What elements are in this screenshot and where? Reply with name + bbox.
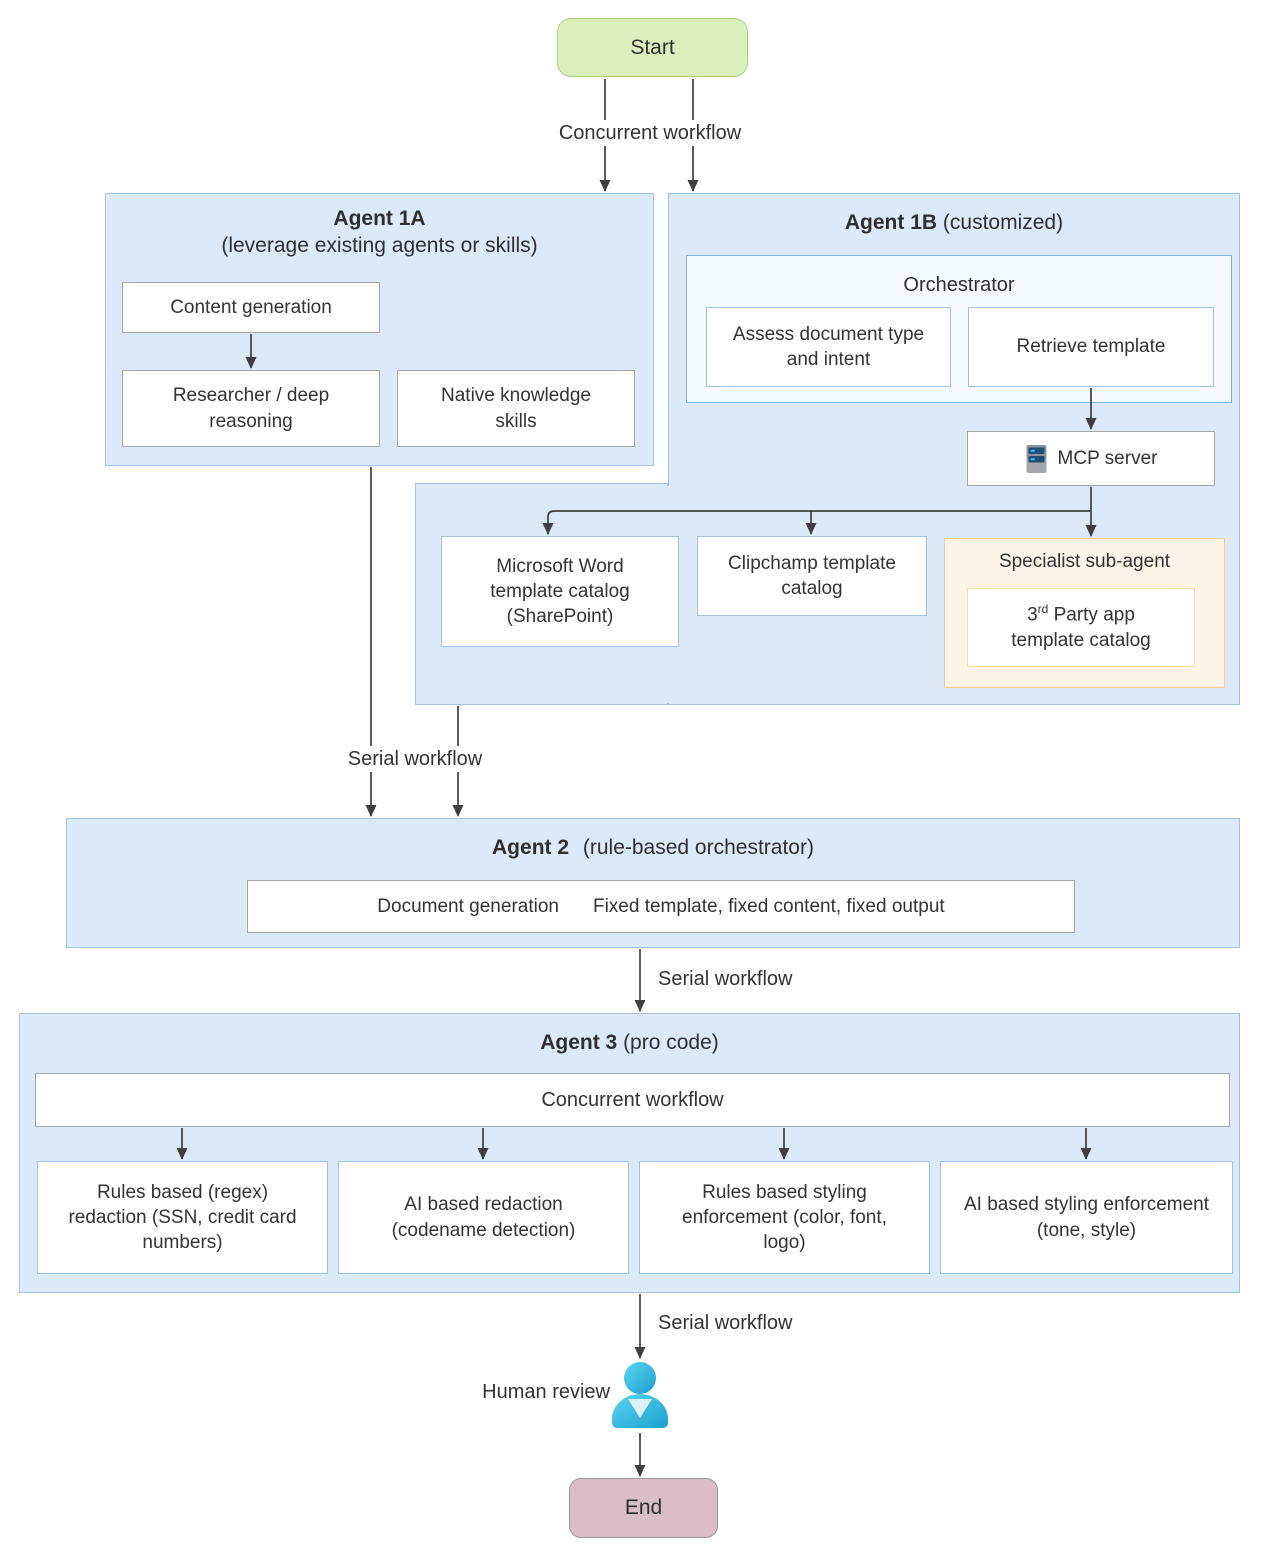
end-label: End [624, 1496, 663, 1519]
document-generation-label: Document generation [377, 895, 559, 917]
mcp-server-label: MCP server [1057, 447, 1158, 469]
clipchamp-catalog-label: Clipchamp template catalog [728, 552, 896, 599]
agent1b-title-subtitle: (customized) [942, 211, 1064, 234]
content-generation-box: Content generation [122, 282, 380, 333]
agent2-title-name: Agent 2 [492, 836, 570, 859]
start-label: Start [630, 35, 675, 59]
fixed-template-label: Fixed template, fixed content, fixed out… [592, 895, 945, 917]
end-node: End [569, 1478, 718, 1538]
retrieve-template-label: Retrieve template [1016, 336, 1166, 358]
retrieve-template-box: Retrieve template [968, 307, 1214, 387]
content-generation-label: Content generation [170, 296, 332, 318]
start-node: Start [557, 18, 748, 77]
agent3-title-subtitle: (pro code) [623, 1031, 719, 1054]
ai-styling-box: AI based styling enforcement (tone, styl… [940, 1161, 1233, 1274]
agent1a-title-name: Agent 1A [333, 207, 426, 230]
agent3-title: Agent 3 (pro code) [19, 1029, 1240, 1056]
ai-redaction-box: AI based redaction (codename detection) [338, 1161, 629, 1274]
ai-styling-label: AI based styling enforcement (tone, styl… [963, 1194, 1210, 1241]
regex-redaction-label: Rules based (regex) redaction (SSN, cred… [68, 1181, 297, 1254]
orchestrator-label: Orchestrator [903, 274, 1015, 296]
researcher-box: Researcher / deep reasoning [122, 370, 380, 447]
third-party-ordinal-sup: rd [1037, 602, 1049, 617]
agent1a-title-subtitle: (leverage existing agents or skills) [221, 234, 538, 258]
specialist-subagent-title: Specialist sub-agent [998, 551, 1171, 572]
agent1b-title: Agent 1B (customized) [668, 209, 1240, 236]
agent1b-title-name: Agent 1B [844, 211, 938, 234]
native-knowledge-box: Native knowledge skills [397, 370, 635, 447]
ai-redaction-label: AI based redaction (codename detection) [391, 1194, 576, 1241]
researcher-label: Researcher / deep reasoning [172, 385, 330, 432]
native-knowledge-label: Native knowledge skills [441, 385, 591, 432]
agent2-inner-box: Document generation Fixed template, fixe… [247, 880, 1075, 933]
third-party-catalog-label: 3rd Party app template catalog [1011, 602, 1151, 651]
serial-workflow-label-left: Serial workflow [341, 746, 489, 772]
third-party-catalog-box: 3rd Party app template catalog [967, 588, 1195, 667]
regex-redaction-box: Rules based (regex) redaction (SSN, cred… [37, 1161, 328, 1274]
person-icon [612, 1362, 668, 1428]
agent3-concurrent-box: Concurrent workflow [35, 1073, 1230, 1127]
word-catalog-label: Microsoft Word template catalog (SharePo… [490, 555, 630, 628]
agent2-title: Agent 2 (rule-based orchestrator) [66, 834, 1240, 861]
clipchamp-catalog-box: Clipchamp template catalog [697, 536, 927, 616]
serial-workflow-label-mid: Serial workflow [652, 966, 799, 992]
serial-workflow-label-bottom: Serial workflow [652, 1310, 799, 1336]
word-catalog-box: Microsoft Word template catalog (SharePo… [441, 536, 679, 647]
rules-styling-box: Rules based styling enforcement (color, … [639, 1161, 930, 1274]
assess-document-label: Assess document type and intent [732, 323, 925, 370]
agent1a-title: Agent 1A (leverage existing agents or sk… [105, 205, 654, 260]
agent3-concurrent-label: Concurrent workflow [541, 1088, 724, 1111]
human-review-label: Human review [482, 1381, 610, 1403]
rules-styling-label: Rules based styling enforcement (color, … [682, 1181, 887, 1254]
assess-document-box: Assess document type and intent [706, 307, 951, 387]
server-icon [1026, 444, 1047, 473]
agent3-title-name: Agent 3 [540, 1031, 618, 1054]
agent2-title-subtitle: (rule-based orchestrator) [582, 836, 814, 859]
concurrent-workflow-label: Concurrent workflow [552, 120, 748, 146]
mcp-server-box: MCP server [967, 431, 1215, 486]
